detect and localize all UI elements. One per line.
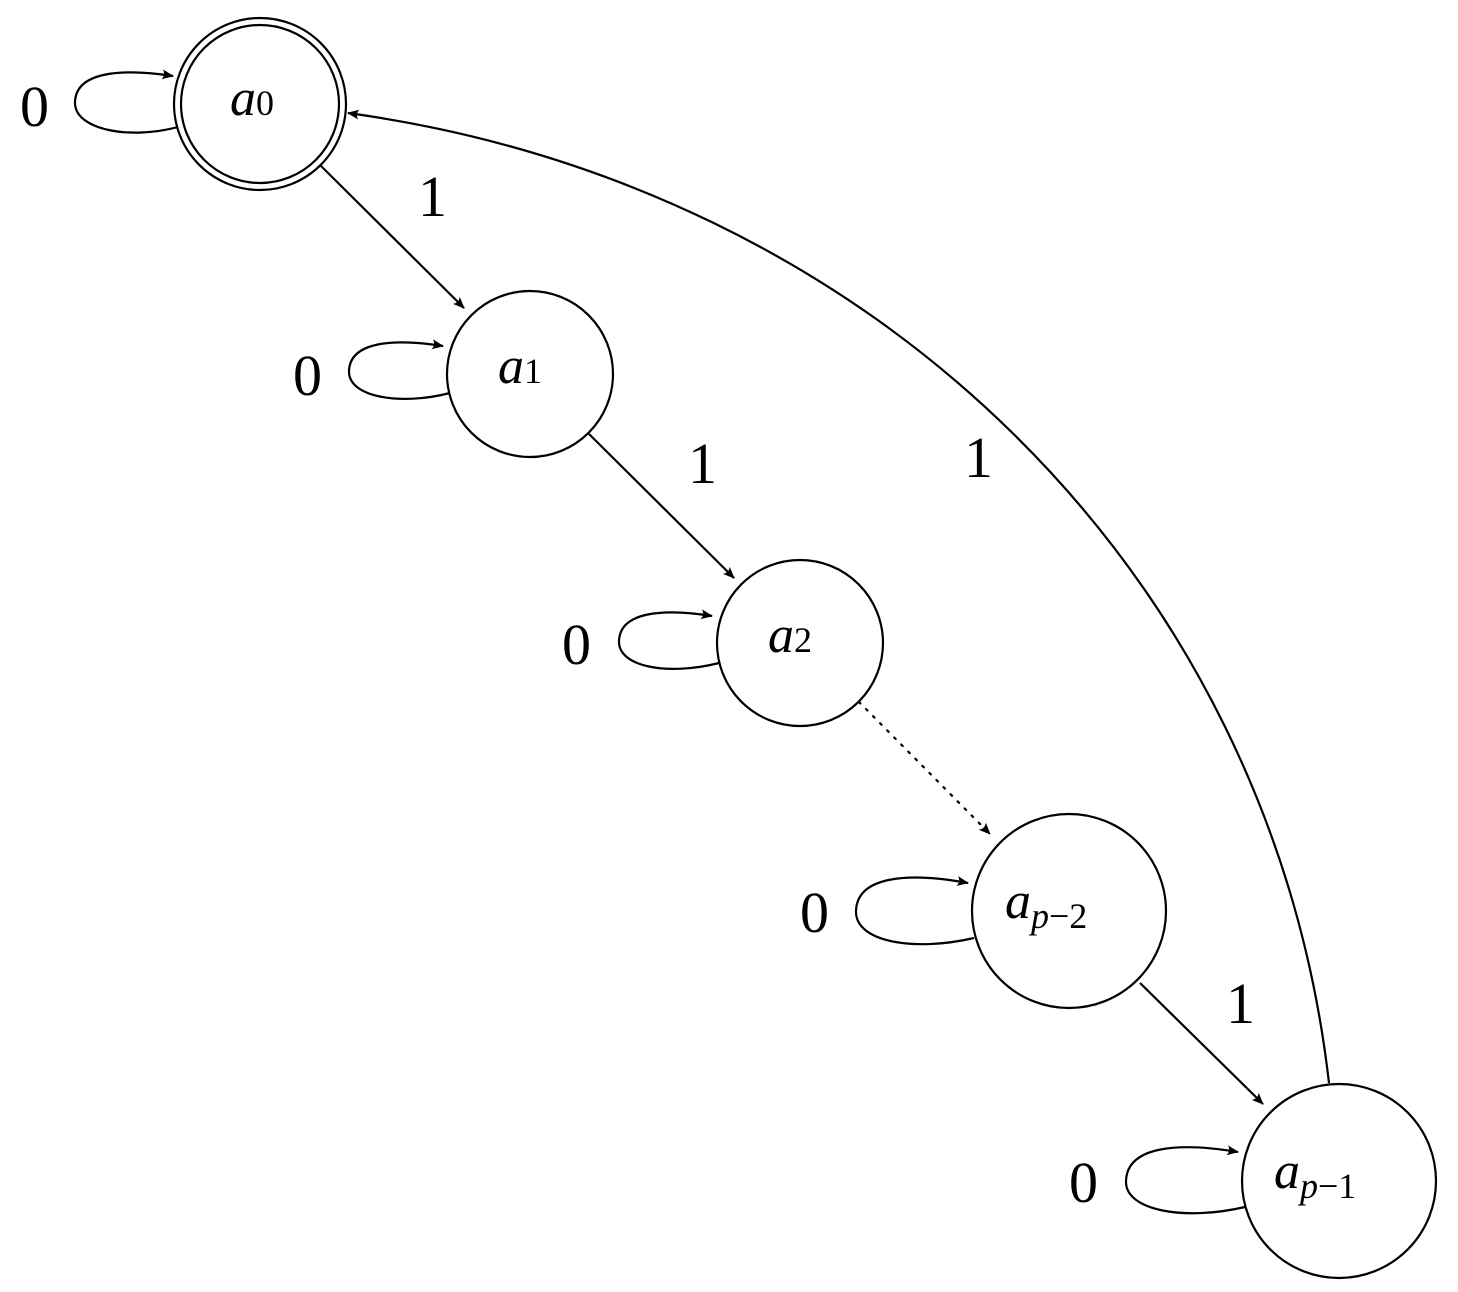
state-ap-1-label: ap−1 [1274,1143,1356,1206]
edge-ap-1-to-a0 [347,109,1331,1084]
state-a2[interactable]: a2 [715,558,885,728]
edge-a1-to-a2-label: 1 [688,431,717,496]
edge-a0-to-a1-label: 1 [418,164,447,229]
self-loop-a2 [617,609,720,670]
edge-a1-to-a2 [588,433,735,579]
self-loop-ap-1 [1124,1145,1246,1215]
state-a0-label: a0 [230,70,274,127]
self-loop-a1 [347,339,451,400]
state-ap-2[interactable]: ap−2 [970,812,1168,1010]
self-loop-ap-1-label: 0 [1069,1150,1098,1215]
self-loop-ap-2 [854,876,975,946]
state-a1-label: a1 [498,338,542,395]
self-loop-ap-2-label: 0 [800,880,829,945]
state-ap-1[interactable]: ap−1 [1240,1082,1438,1280]
state-a0[interactable]: a0 [172,16,348,192]
state-ap-2-label: ap−2 [1005,873,1087,936]
self-loop-a1-label: 0 [293,343,322,408]
state-a2-label: a2 [768,607,812,664]
state-a1[interactable]: a1 [445,289,615,459]
edge-ap-1-to-a0-label: 1 [964,425,993,490]
self-loop-a0-label: 0 [20,74,49,139]
edge-ap-2-to-ap-1-label: 1 [1226,971,1255,1036]
edge-ap-2-to-ap-1 [1139,982,1264,1105]
state-a0-inner-ring [179,23,341,185]
self-loop-a2-label: 0 [562,612,591,677]
edge-a0-to-a1 [320,165,465,309]
self-loop-a0 [73,69,179,134]
edge-a2-to-ap-2-dotted [857,700,992,836]
